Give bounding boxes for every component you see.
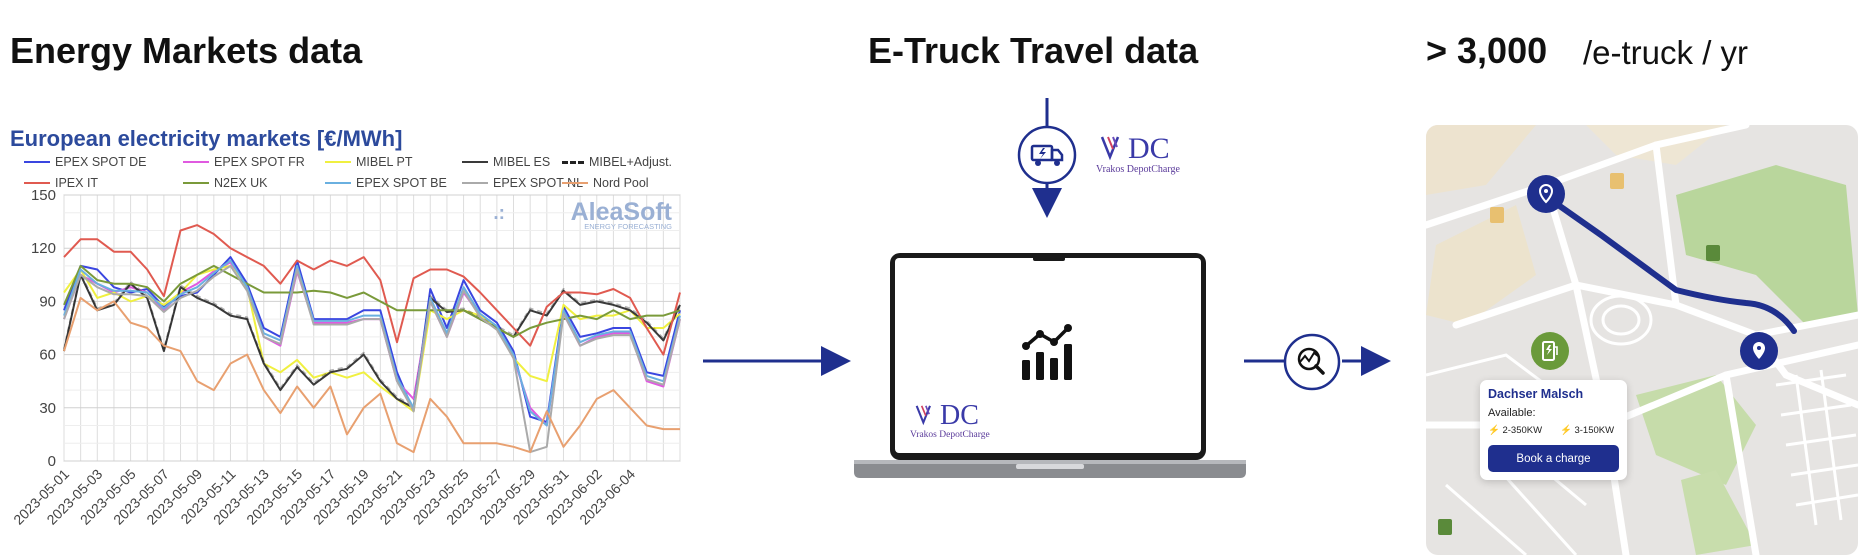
charger-spec-1: ⚡ 2-350KW bbox=[1488, 425, 1543, 436]
legend-swatch bbox=[462, 161, 488, 163]
location-pin-icon[interactable] bbox=[1526, 174, 1566, 214]
series-line-epex-spot-nl bbox=[63, 264, 681, 454]
legend-swatch bbox=[562, 160, 584, 164]
legend-swatch bbox=[562, 182, 588, 184]
legend-item: IPEX IT bbox=[24, 176, 98, 190]
series-line-ipex-it bbox=[63, 224, 681, 356]
y-tick-label: 90 bbox=[39, 293, 56, 310]
vdc-logo-subtitle-screen: Vrakos DepotCharge bbox=[910, 430, 990, 440]
y-tick-label: 150 bbox=[31, 187, 56, 204]
charger-info-card: Dachser Malsch Available: ⚡ 2-350KW ⚡ 3-… bbox=[1480, 380, 1627, 480]
route-map bbox=[1426, 125, 1858, 555]
y-tick-label: 0 bbox=[48, 453, 56, 470]
legend-item: EPEX SPOT NL bbox=[462, 176, 583, 190]
chart-watermark: AleaSoft bbox=[571, 198, 673, 226]
chart-watermark-dots: .: bbox=[493, 203, 505, 224]
legend-swatch bbox=[183, 161, 209, 163]
charger-name: Dachser Malsch bbox=[1488, 387, 1584, 401]
legend-label: MIBEL PT bbox=[356, 155, 413, 169]
legend-item: EPEX SPOT BE bbox=[325, 176, 447, 190]
legend-swatch bbox=[183, 182, 209, 184]
series-line-nord-pool bbox=[63, 296, 680, 454]
legend-swatch bbox=[24, 161, 50, 163]
legend-swatch bbox=[325, 161, 351, 163]
book-charge-button[interactable]: Book a charge bbox=[1488, 445, 1619, 472]
laptop-illustration bbox=[854, 253, 1246, 478]
legend-item: MIBEL PT bbox=[325, 155, 413, 169]
vdc-logo-mark-screen bbox=[915, 405, 931, 426]
chart-watermark-subtitle: ENERGY FORECASTING bbox=[584, 222, 672, 231]
legend-item: MIBEL+Adjust. bbox=[562, 155, 672, 169]
series-line-mibel-es bbox=[63, 273, 681, 409]
chart-legend: EPEX SPOT DE EPEX SPOT FR MIBEL PT MIBEL ES… bbox=[0, 0, 700, 200]
y-tick-label: 120 bbox=[31, 240, 56, 257]
legend-label: N2EX UK bbox=[214, 176, 268, 190]
legend-label: MIBEL ES bbox=[493, 155, 551, 169]
vdc-logo-subtitle: Vrakos DepotCharge bbox=[1096, 164, 1180, 175]
legend-swatch bbox=[24, 182, 50, 184]
legend-label: IPEX IT bbox=[55, 176, 99, 190]
legend-item: EPEX SPOT FR bbox=[183, 155, 305, 169]
legend-label: Nord Pool bbox=[593, 176, 649, 190]
destination-pin-icon[interactable] bbox=[1739, 331, 1779, 371]
legend-label: EPEX SPOT NL bbox=[493, 176, 584, 190]
legend-swatch bbox=[462, 182, 488, 184]
legend-label: EPEX SPOT DE bbox=[55, 155, 147, 169]
legend-item: MIBEL ES bbox=[462, 155, 550, 169]
charger-spec-2: ⚡ 3-150KW bbox=[1560, 425, 1615, 436]
y-tick-label: 60 bbox=[39, 347, 56, 364]
chart-title: European electricity markets [€/MWh] bbox=[10, 126, 403, 151]
charging-station-icon[interactable] bbox=[1530, 331, 1570, 371]
magnifier-trend-icon bbox=[1283, 333, 1341, 391]
y-tick-label: 30 bbox=[39, 400, 56, 417]
legend-swatch bbox=[325, 182, 351, 184]
vdc-logo-text: DC bbox=[1128, 132, 1170, 165]
stat-unit: /e-truck / yr bbox=[1583, 34, 1749, 71]
analytics-chart-icon bbox=[1022, 324, 1072, 380]
series-line-mibel-adjust bbox=[63, 272, 681, 407]
legend-item: Nord Pool bbox=[562, 176, 649, 190]
vdc-logo-text-screen: DC bbox=[940, 400, 979, 431]
etruck-travel-heading: E-Truck Travel data bbox=[868, 30, 1199, 71]
energy-markets-heading: Energy Markets data bbox=[10, 30, 363, 71]
legend-label: EPEX SPOT FR bbox=[214, 155, 305, 169]
legend-item: N2EX UK bbox=[183, 176, 268, 190]
legend-label: EPEX SPOT BE bbox=[356, 176, 447, 190]
legend-label: MIBEL+Adjust. bbox=[589, 155, 673, 169]
legend-item: EPEX SPOT DE bbox=[24, 155, 146, 169]
electric-truck-icon bbox=[1017, 125, 1077, 185]
vdc-logo-mark bbox=[1100, 136, 1120, 161]
stat-value: > 3,000 bbox=[1426, 30, 1548, 71]
series-line-epex-spot-be bbox=[63, 259, 681, 427]
series-line-n2ex-uk bbox=[63, 264, 681, 338]
availability-label: Available: bbox=[1488, 407, 1536, 419]
